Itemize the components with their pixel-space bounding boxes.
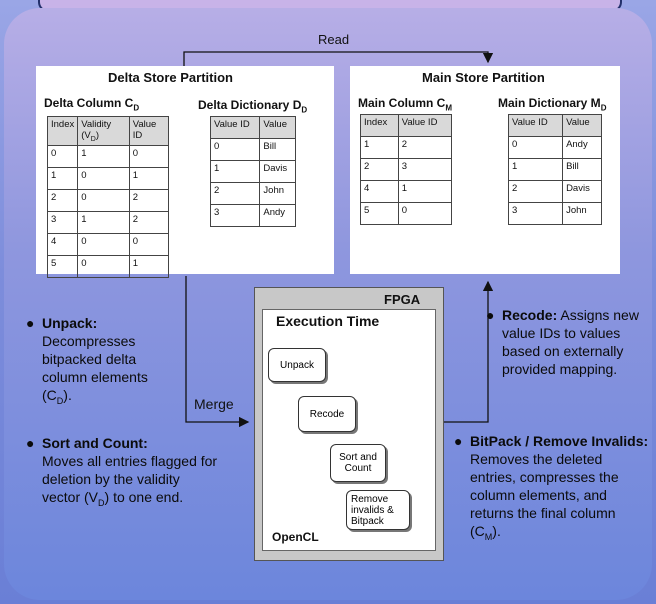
header-cell: Value xyxy=(259,116,296,139)
cell: 2 xyxy=(360,158,399,181)
cell: 2 xyxy=(507,180,564,203)
cell: John xyxy=(562,202,602,225)
cell: 1 xyxy=(128,254,170,278)
cell: 1 xyxy=(77,210,130,234)
main-store-title: Main Store Partition xyxy=(422,70,545,85)
cell: 4 xyxy=(360,180,399,203)
opencl-label: OpenCL xyxy=(272,530,319,544)
cell: 0 xyxy=(46,144,79,168)
merge-label: Merge xyxy=(194,396,234,412)
cell: 2 xyxy=(397,136,453,159)
sort-and-count-bullet: ●Sort and Count: Moves all entries flagg… xyxy=(26,435,218,508)
execution-time-label: Execution Time xyxy=(276,313,380,329)
delta-dictionary-label: Delta Dictionary DD xyxy=(198,98,308,115)
cell: John xyxy=(259,182,296,205)
cell: 1 xyxy=(507,158,564,181)
cell: 4 xyxy=(46,232,79,256)
cell: 0 xyxy=(77,188,130,212)
read-label: Read xyxy=(318,32,350,47)
cell: 5 xyxy=(360,202,399,225)
unpack-bullet: ●Unpack: Decompresses bitpacked delta co… xyxy=(26,315,148,406)
cell: Davis xyxy=(259,160,296,183)
recode-stage: Recode xyxy=(298,396,356,432)
header-cell: Index xyxy=(46,116,79,146)
main-column-label: Main Column CM xyxy=(358,96,452,113)
cell: 3 xyxy=(397,158,453,181)
header-cell: Value ID xyxy=(209,116,261,139)
header-cell: Value ID xyxy=(397,114,453,137)
cell: 1 xyxy=(128,166,170,190)
cell: 2 xyxy=(209,182,261,205)
cell: 0 xyxy=(397,202,453,225)
cell: 0 xyxy=(128,144,170,168)
cell: 2 xyxy=(128,188,170,212)
cell: Davis xyxy=(562,180,602,203)
cell: Andy xyxy=(259,204,296,227)
main-dictionary-label: Main Dictionary MD xyxy=(498,96,607,113)
cell: Andy xyxy=(562,136,602,159)
bitpack-bullet: ●BitPack / Remove Invalids: Removes the … xyxy=(454,433,649,542)
sort-and-count-stage: Sort and Count xyxy=(330,444,386,482)
cell: Bill xyxy=(562,158,602,181)
header-cell: Value ID xyxy=(128,116,170,146)
cell: 0 xyxy=(128,232,170,256)
cell: 1 xyxy=(77,144,130,168)
fpga-label: FPGA xyxy=(384,292,421,307)
cell: 3 xyxy=(507,202,564,225)
header-cell: Value ID xyxy=(507,114,564,137)
remove-invalids-bitpack-stage: Remove invalids & Bitpack xyxy=(346,490,410,530)
cell: 0 xyxy=(77,166,130,190)
cell: 2 xyxy=(46,188,79,212)
header-cell: Validity (VD) xyxy=(77,116,130,146)
cell: 0 xyxy=(77,254,130,278)
cell: 0 xyxy=(77,232,130,256)
unpack-stage: Unpack xyxy=(268,348,326,382)
cell: 1 xyxy=(46,166,79,190)
recode-bullet: ●Recode: Assigns new value IDs to values… xyxy=(486,307,639,377)
cell: 0 xyxy=(507,136,564,159)
delta-store-title: Delta Store Partition xyxy=(108,70,233,85)
cell: 1 xyxy=(360,136,399,159)
header-cell: Index xyxy=(360,114,399,137)
header-cell: Value xyxy=(562,114,602,137)
cell: Bill xyxy=(259,138,296,161)
cell: 5 xyxy=(46,254,79,278)
cell: 3 xyxy=(209,204,261,227)
cell: 0 xyxy=(209,138,261,161)
table-header-row: Index Validity (VD) Value ID xyxy=(46,116,170,146)
cell: 2 xyxy=(128,210,170,234)
cell: 3 xyxy=(46,210,79,234)
delta-column-label: Delta Column CD xyxy=(44,96,140,113)
cell: 1 xyxy=(397,180,453,203)
cell: 1 xyxy=(209,160,261,183)
